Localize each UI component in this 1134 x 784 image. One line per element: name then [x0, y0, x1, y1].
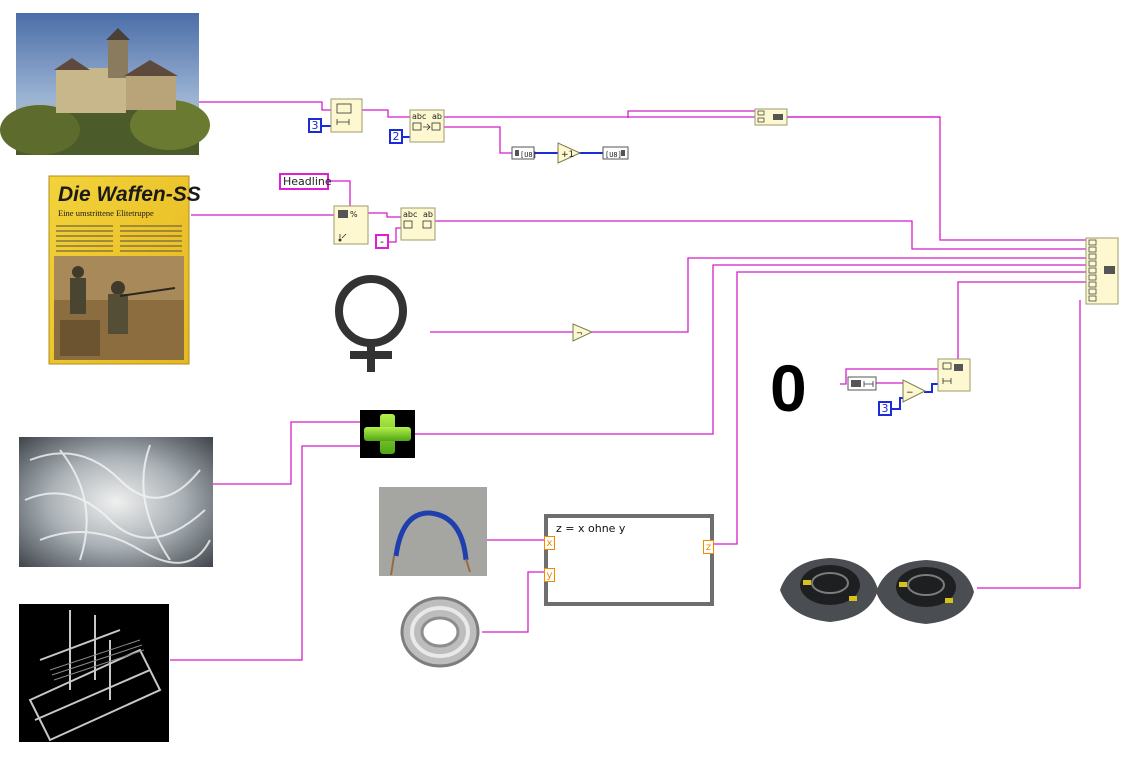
- node-increment[interactable]: +1: [557, 142, 582, 164]
- headline-constant[interactable]: Headline: [279, 173, 331, 190]
- wire-sensor: [977, 300, 1081, 589]
- node-string-to-bytes[interactable]: [U8]: [511, 146, 537, 160]
- wool-photo: [19, 437, 213, 567]
- node-split-string-2[interactable]: abc ab: [400, 207, 436, 241]
- svg-text:−: −: [906, 388, 914, 398]
- wire-match-out: [368, 212, 401, 218]
- node-bytes-to-string[interactable]: [U8]: [602, 146, 629, 160]
- svg-text:ab: ab: [423, 210, 433, 219]
- node-concatenate-2[interactable]: [754, 108, 788, 126]
- svg-text:[U8]: [U8]: [520, 151, 537, 159]
- node-decrement[interactable]: −: [902, 379, 927, 403]
- node-string-length[interactable]: [847, 376, 877, 391]
- loom-photo: [19, 604, 169, 742]
- wire-photo: [379, 487, 487, 576]
- string-wires: [170, 101, 1086, 661]
- wire-not-out: [592, 257, 1086, 333]
- svg-text:abc: abc: [403, 210, 417, 219]
- svg-text:%: %: [350, 210, 358, 219]
- plus-icon: [360, 410, 415, 458]
- wire-coil-photo: [400, 596, 480, 668]
- wire-dash: [388, 227, 401, 243]
- poster-title: Die Waffen-SS: [58, 183, 201, 206]
- wire-formula-z: [714, 271, 1086, 545]
- numeric-wires: [321, 125, 938, 410]
- poster-subtitle: Eine umstrittene Elitetruppe: [58, 208, 154, 218]
- formula-input-y[interactable]: y: [544, 568, 555, 582]
- svg-text:[U8]: [U8]: [605, 151, 622, 159]
- numeric-constant-3[interactable]: 3: [308, 118, 322, 133]
- sensor-photo: [780, 558, 974, 624]
- poster-photo: Die Waffen-SS Eine umstrittene Elitetrup…: [48, 175, 201, 365]
- numeric-constant-3b[interactable]: 3: [878, 401, 892, 416]
- node-split-string[interactable]: abc ab: [409, 109, 445, 143]
- node-concatenate-main[interactable]: [1085, 237, 1119, 305]
- wire-split2-out: [435, 220, 1086, 250]
- wire-split-to-concat: [444, 116, 1086, 241]
- wire-decrement-to-replace: [924, 383, 938, 393]
- castle-photo: [0, 13, 210, 155]
- formula-input-x[interactable]: x: [544, 536, 555, 550]
- node-replace-substring[interactable]: [937, 358, 971, 392]
- dash-constant[interactable]: -: [375, 234, 389, 249]
- svg-text:¬: ¬: [576, 329, 583, 338]
- svg-text:ab: ab: [432, 112, 442, 121]
- node-match-pattern[interactable]: %: [333, 205, 369, 245]
- node-not[interactable]: ¬: [572, 323, 594, 342]
- formula-output-z[interactable]: z: [703, 540, 714, 554]
- node-string-subset[interactable]: [330, 98, 363, 133]
- wire-plus-out: [415, 264, 1086, 435]
- svg-text:+1: +1: [561, 150, 574, 160]
- wire-loom: [170, 445, 360, 661]
- wire-split-to-lengthA: [444, 126, 512, 154]
- wire-wool: [213, 421, 360, 485]
- wire-concat-top: [627, 110, 755, 118]
- wire-coil-y: [482, 571, 545, 633]
- wire-three-to-decrement: [892, 397, 903, 410]
- svg-text:abc: abc: [412, 112, 426, 121]
- formula-node[interactable]: z = x ohne y x y z: [544, 514, 714, 606]
- wire-castle-out: [362, 109, 410, 118]
- wire-castle: [199, 101, 331, 111]
- zero-glyph: 0: [770, 355, 807, 425]
- wire-zero-in: [840, 368, 938, 385]
- venus-symbol-icon: [335, 275, 407, 372]
- wire-zero-to-replace: [957, 281, 1086, 360]
- formula-expression: z = x ohne y: [556, 522, 626, 535]
- wire-headline: [328, 180, 351, 209]
- numeric-constant-2[interactable]: 2: [389, 129, 403, 144]
